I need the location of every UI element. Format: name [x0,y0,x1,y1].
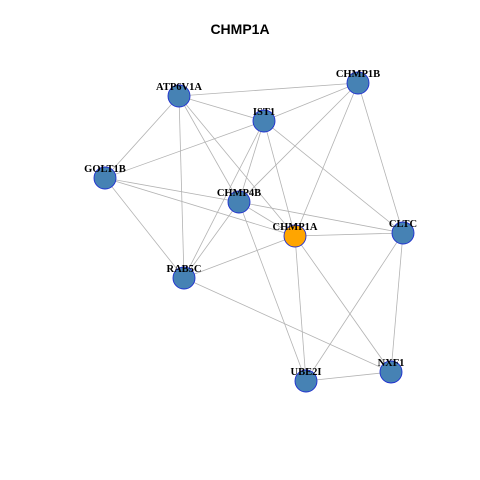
edge-chmp1a-rab5c [183,235,296,279]
edge-layer [104,82,404,382]
edge-atp6v1a-chmp1b [178,82,359,97]
edge-golt1b-chmp4b [104,177,240,203]
node-circle-cltc [391,221,415,245]
edge-golt1b-chmp1a [104,177,296,237]
node-circle-ist1 [252,109,276,133]
node-circle-nxf1 [379,360,403,384]
edge-atp6v1a-golt1b [104,95,180,179]
node-rab5c: RAB5C [166,264,202,290]
edge-chmp1b-ist1 [263,82,359,122]
node-label-golt1b: GOLT1B [84,164,126,175]
edge-ist1-chmp4b [238,120,265,203]
edge-chmp1b-chmp1a [294,82,359,237]
node-label-ist1: IST1 [253,107,275,118]
edge-chmp4b-ube2i [238,201,307,382]
edge-ube2i-nxf1 [305,371,392,382]
node-ist1: IST1 [252,107,276,133]
edge-chmp1a-ube2i [294,235,307,382]
node-label-ube2i: UBE2I [291,367,322,378]
node-golt1b: GOLT1B [84,164,126,190]
edge-chmp4b-cltc [238,201,404,234]
node-circle-chmp4b [227,190,251,214]
node-circle-chmp1b [346,71,370,95]
edge-chmp4b-rab5c [183,201,240,279]
node-circle-rab5c [172,266,196,290]
edge-atp6v1a-rab5c [178,95,185,279]
node-chmp4b: CHMP4B [217,188,261,214]
node-label-nxf1: NXF1 [378,358,405,369]
edge-chmp1b-cltc [357,82,404,234]
edge-chmp1a-nxf1 [294,235,392,373]
edge-chmp1a-cltc [294,232,404,237]
node-cltc: CLTC [389,219,417,245]
node-circle-golt1b [93,166,117,190]
node-label-atp6v1a: ATP6V1A [156,82,202,93]
edge-atp6v1a-chmp1a [178,95,296,237]
node-label-rab5c: RAB5C [166,264,201,275]
node-label-cltc: CLTC [389,219,417,230]
node-chmp1a: CHMP1A [273,222,318,248]
node-chmp1b: CHMP1B [336,69,380,95]
node-label-chmp1a: CHMP1A [273,222,318,233]
edge-golt1b-rab5c [104,177,185,279]
edge-ist1-cltc [263,120,404,234]
edge-atp6v1a-chmp4b [178,95,240,203]
graph-title: CHMP1A [210,21,270,37]
edge-cltc-nxf1 [390,232,404,373]
edge-rab5c-nxf1 [183,277,392,373]
edge-cltc-ube2i [305,232,404,382]
edge-atp6v1a-ist1 [178,95,265,122]
node-circle-chmp1a [283,224,307,248]
node-label-chmp4b: CHMP4B [217,188,261,199]
edge-ist1-golt1b [104,120,265,179]
edge-chmp1b-chmp4b [238,82,359,203]
node-nxf1: NXF1 [378,358,405,384]
node-circle-ube2i [294,369,318,393]
node-circle-atp6v1a [167,84,191,108]
edge-ist1-chmp1a [263,120,296,237]
node-atp6v1a: ATP6V1A [156,82,202,108]
node-label-chmp1b: CHMP1B [336,69,380,80]
node-ube2i: UBE2I [291,367,322,393]
